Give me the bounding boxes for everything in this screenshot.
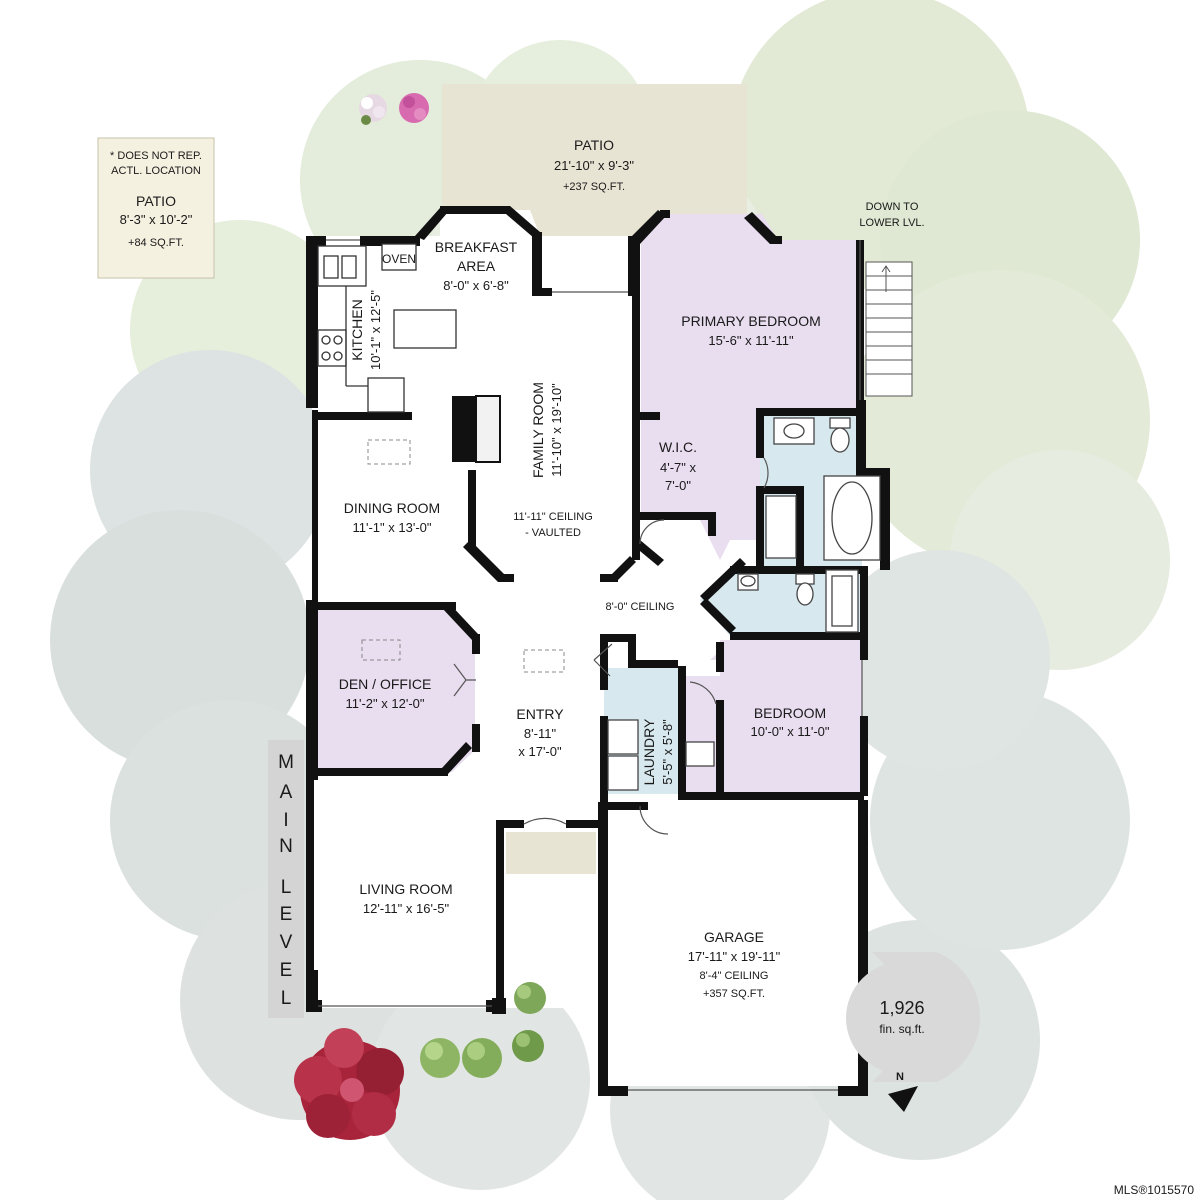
wic-dims-line-1: 4'-7" x bbox=[660, 460, 696, 475]
bath-fixtures bbox=[607, 417, 881, 791]
note-patio-title: PATIO bbox=[136, 193, 176, 209]
hall-ceiling-note: 8'-0" CEILING bbox=[606, 601, 675, 613]
level-label: M A I N L E V E L bbox=[268, 740, 304, 1018]
mls-number: MLS®1015570 bbox=[1114, 1183, 1195, 1197]
patio-area: +237 SQ.FT. bbox=[563, 181, 625, 193]
level-letter: V bbox=[280, 932, 293, 953]
area-badge-value: 1,926 bbox=[879, 998, 924, 1018]
breakfast-label-line-2: AREA bbox=[457, 258, 496, 274]
family-room-dims: 11'-10" x 19'-10" bbox=[549, 383, 564, 477]
level-letter: L bbox=[281, 877, 292, 898]
red-tree-icon bbox=[294, 1028, 404, 1140]
level-letter: E bbox=[280, 960, 293, 981]
area-badge-unit: fin. sq.ft. bbox=[879, 1022, 924, 1036]
entry-dims-line-2: x 17'-0" bbox=[518, 744, 562, 759]
primary-bedroom-label: PRIMARY BEDROOM bbox=[681, 313, 821, 329]
note-patio-dims: 8'-3" x 10'-2" bbox=[120, 212, 193, 227]
laundry-dims: 5'-5" x 5'-8" bbox=[660, 719, 675, 785]
kitchen-label: KITCHEN bbox=[349, 299, 365, 360]
vaulted-ceiling-line-1: 11'-11" CEILING bbox=[513, 511, 593, 523]
patio-dims: 21'-10" x 9'-3" bbox=[554, 158, 634, 173]
level-letter: A bbox=[280, 782, 293, 803]
laundry-label: LAUNDRY bbox=[641, 718, 657, 785]
room-fills bbox=[312, 210, 862, 1086]
note-patio-area: +84 SQ.FT. bbox=[128, 237, 184, 249]
flower-icon bbox=[359, 93, 429, 125]
primary-bedroom-dims: 15'-6" x 11'-11" bbox=[708, 333, 794, 348]
entry-label: ENTRY bbox=[516, 706, 564, 722]
openings bbox=[318, 239, 863, 1091]
wic-label: W.I.C. bbox=[659, 439, 697, 455]
room-labels: PATIO 21'-10" x 9'-3" +237 SQ.FT. BREAKF… bbox=[339, 137, 830, 1000]
stairs-icon bbox=[865, 261, 913, 397]
vaulted-ceiling-line-2: - VAULTED bbox=[525, 527, 581, 539]
garage-ceiling: 8'-4" CEILING bbox=[700, 970, 769, 982]
bedroom-label: BEDROOM bbox=[754, 705, 826, 721]
patio-label: PATIO bbox=[574, 137, 614, 153]
shrub-icon bbox=[420, 982, 546, 1078]
level-letter: M bbox=[278, 752, 294, 773]
area-badge: 1,926 fin. sq.ft. bbox=[846, 952, 981, 1082]
family-room-label: FAMILY ROOM bbox=[530, 382, 546, 478]
garage-label: GARAGE bbox=[704, 929, 764, 945]
kitchen-dims: 10'-1" x 12'-5" bbox=[368, 290, 383, 370]
bedroom-dims: 10'-0" x 11'-0" bbox=[751, 724, 830, 739]
living-room-dims: 12'-11" x 16'-5" bbox=[363, 901, 450, 916]
oven-label: OVEN bbox=[382, 252, 416, 266]
breakfast-dims: 8'-0" x 6'-8" bbox=[443, 278, 509, 293]
garage-dims: 17'-11" x 19'-11" bbox=[688, 949, 781, 964]
entry-dims-line-1: 8'-11" bbox=[524, 726, 557, 741]
den-dims: 11'-2" x 12'-0" bbox=[346, 696, 425, 711]
living-room-label: LIVING ROOM bbox=[359, 881, 452, 897]
dining-room-dims: 11'-1" x 13'-0" bbox=[353, 520, 432, 535]
wic-dims-line-2: 7'-0" bbox=[665, 478, 691, 493]
stairs-note-line-2: LOWER LVL. bbox=[859, 217, 924, 229]
kitchen-fixtures bbox=[317, 243, 457, 413]
level-letter: E bbox=[280, 904, 293, 925]
note-line-2: ACTL. LOCATION bbox=[111, 165, 201, 177]
note-line-1: * DOES NOT REP. bbox=[110, 150, 202, 162]
stairs-note-line-1: DOWN TO bbox=[866, 201, 919, 213]
garage-area: +357 SQ.FT. bbox=[703, 988, 765, 1000]
level-letter: I bbox=[283, 810, 288, 831]
patio-note-box: * DOES NOT REP. ACTL. LOCATION PATIO 8'-… bbox=[97, 137, 215, 279]
den-label: DEN / OFFICE bbox=[339, 676, 432, 692]
walls bbox=[306, 206, 890, 1096]
north-label: N bbox=[896, 1071, 904, 1083]
light-fixtures bbox=[361, 439, 565, 673]
breakfast-label-line-1: BREAKFAST bbox=[435, 239, 518, 255]
dining-room-label: DINING ROOM bbox=[344, 500, 440, 516]
level-letter: N bbox=[279, 836, 293, 857]
north-arrow-icon: N bbox=[888, 1071, 918, 1112]
level-letter: L bbox=[281, 988, 292, 1009]
